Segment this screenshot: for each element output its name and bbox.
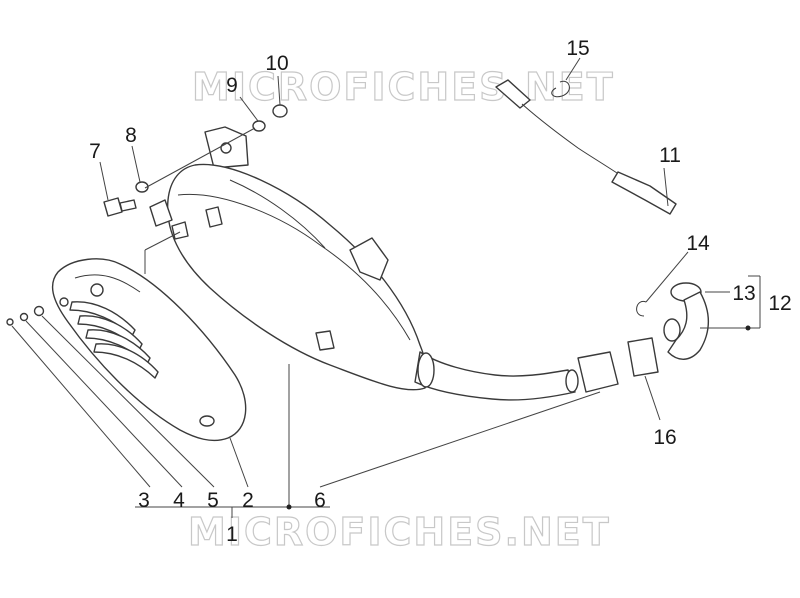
callout-7: 7 xyxy=(89,140,101,163)
callout-1: 1 xyxy=(226,523,238,546)
clip-15 xyxy=(551,80,570,98)
muffler-assembly xyxy=(149,126,579,401)
nut-10 xyxy=(272,104,288,118)
shield-bottom-hole xyxy=(199,415,215,427)
muffler-tab-left xyxy=(171,221,189,240)
washer-8 xyxy=(135,181,149,193)
exhaust-pipe xyxy=(414,351,576,401)
callout-15: 15 xyxy=(566,37,589,60)
sensor-connector xyxy=(495,79,531,109)
clip-14 xyxy=(636,300,647,317)
pipe-collar xyxy=(417,352,435,388)
pipe-end xyxy=(565,369,579,393)
bolt-7 xyxy=(103,197,137,217)
washer-4 xyxy=(19,312,29,322)
callout-8: 8 xyxy=(125,124,137,147)
callout-3: 3 xyxy=(138,489,150,512)
callout-16: 16 xyxy=(653,426,676,449)
shield-slot-4 xyxy=(93,343,159,379)
connector-pipe-13 xyxy=(663,282,709,360)
heat-shield xyxy=(51,258,247,442)
callout-5: 5 xyxy=(207,489,219,512)
sensor-probe xyxy=(611,171,677,215)
callout-11: 11 xyxy=(659,144,681,167)
watermark-top: MICROFICHES.NET xyxy=(192,65,615,109)
callout-9: 9 xyxy=(226,74,238,97)
lambda-sensor xyxy=(495,79,677,215)
callout-6: 6 xyxy=(314,489,326,512)
muffler-tab-upper xyxy=(205,206,223,228)
grommet-5 xyxy=(33,305,45,317)
muffler-rear-bracket xyxy=(349,237,389,281)
callout-13: 13 xyxy=(732,282,755,305)
callout-14: 14 xyxy=(686,232,710,255)
muffler-tab-lower xyxy=(315,330,335,351)
washer-9 xyxy=(252,120,266,132)
shield-top-hole xyxy=(90,283,104,297)
callout-12: 12 xyxy=(768,292,791,315)
sleeve-6 xyxy=(577,351,619,393)
clamp-16 xyxy=(627,337,659,377)
muffler-inlet-stub xyxy=(149,199,173,227)
shield-left-hole xyxy=(59,297,69,307)
screw-3 xyxy=(6,318,14,326)
leader-lines xyxy=(11,57,761,518)
callout-4: 4 xyxy=(173,489,185,512)
watermark-bottom: MICROFICHES.NET xyxy=(188,510,611,554)
callout-2: 2 xyxy=(242,489,254,512)
callout-10: 10 xyxy=(265,52,288,75)
